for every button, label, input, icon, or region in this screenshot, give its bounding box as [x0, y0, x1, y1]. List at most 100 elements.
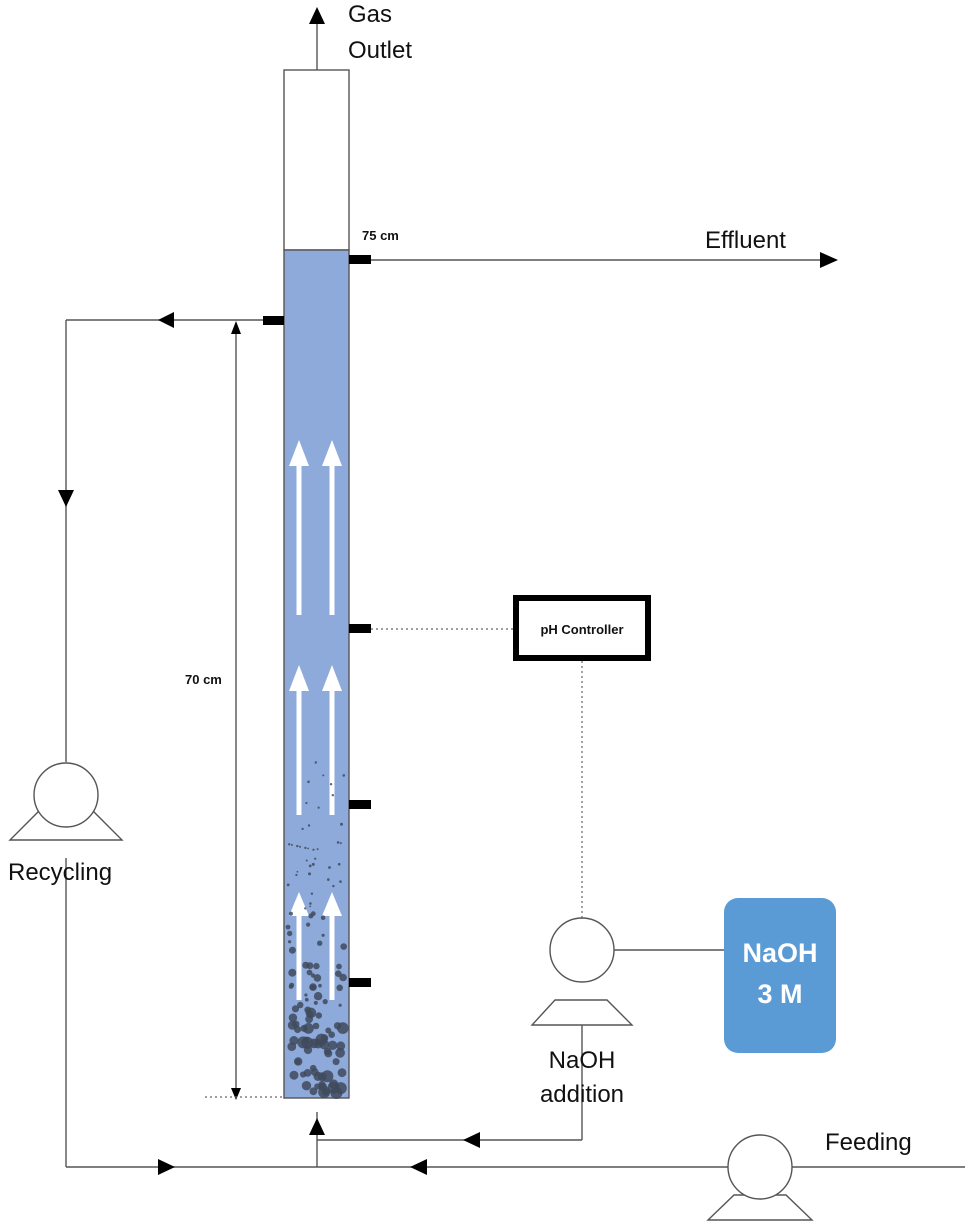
upflow-arrow: [322, 892, 342, 1000]
sludge-particle: [317, 940, 323, 946]
sludge-particle: [332, 1058, 340, 1066]
recycle-arrowhead: [58, 490, 74, 507]
sludge-particle: [297, 1001, 304, 1009]
sludge-particle: [325, 1027, 332, 1034]
sludge-particle: [304, 846, 307, 850]
sludge-particle: [309, 1064, 317, 1072]
sludge-particle: [339, 842, 342, 845]
sludge-particle: [337, 1022, 349, 1034]
sludge-particle: [309, 1087, 318, 1096]
upflow-arrow: [322, 665, 342, 815]
sludge-particle: [340, 822, 343, 826]
sludge-particle: [301, 1081, 312, 1091]
effluent-port: [349, 255, 371, 264]
sludge-particle: [313, 1000, 318, 1005]
sludge-particle: [303, 1069, 312, 1077]
upflow-arrow: [289, 440, 309, 615]
sludge-particle: [320, 915, 326, 920]
gas-outlet-label: Outlet: [348, 37, 412, 64]
sludge-particle: [309, 905, 312, 908]
sludge-particle: [288, 843, 291, 846]
sludge-particle: [308, 872, 311, 876]
sludge-particle: [329, 783, 333, 786]
sampling-port: [349, 978, 371, 987]
naoh-tank: NaOH 3 M: [724, 898, 836, 1053]
recycle-pump: Recycling: [8, 762, 124, 886]
sludge-particle: [313, 962, 320, 970]
sludge-particle: [305, 1015, 313, 1024]
sludge-particle: [296, 870, 299, 873]
sludge-particle: [328, 1031, 336, 1038]
ph-sensor-port: [349, 624, 371, 633]
sludge-particle: [316, 848, 319, 851]
sludge-particle: [322, 774, 325, 777]
naoh-tank-body: [724, 898, 836, 1053]
sludge-particle: [321, 933, 325, 937]
sludge-particle: [307, 780, 310, 784]
reactor-column: [283, 69, 350, 1099]
effluent-label: Effluent: [705, 227, 786, 254]
sludge-particle: [339, 880, 342, 883]
naoh-addition-label: addition: [540, 1081, 624, 1108]
gas-outlet-label: Gas: [348, 1, 392, 28]
sludge-particle: [336, 1041, 346, 1051]
sludge-particle: [310, 984, 317, 991]
sludge-particle: [289, 982, 295, 988]
sludge-particle: [306, 962, 314, 970]
ph-controller-box: [513, 595, 651, 661]
sludge-particle: [339, 973, 347, 982]
sludge-particle: [294, 1057, 303, 1066]
sludge-particle: [286, 883, 290, 887]
inlet-arrowhead: [309, 1118, 325, 1135]
naoh-tank-label: 3 M: [757, 979, 802, 1009]
sludge-particle: [323, 1047, 332, 1056]
recycle-port: [263, 316, 284, 325]
sludge-particle: [295, 873, 298, 877]
sludge-particle: [288, 968, 297, 977]
recycle-arrowhead: [158, 1159, 175, 1175]
height-75-label: 75 cm: [362, 228, 399, 243]
sludge-particle: [304, 993, 308, 997]
sludge-particle: [287, 930, 293, 937]
sludge-particle: [327, 1040, 338, 1051]
sludge-particle: [288, 1013, 298, 1022]
upflow-arrow: [289, 892, 309, 1000]
sludge-particle: [335, 1047, 345, 1058]
sludge-particle: [288, 946, 296, 954]
sludge-particle: [288, 911, 293, 916]
sampling-port: [349, 800, 371, 809]
sludge-particle: [313, 974, 322, 982]
naoh-arrowhead: [463, 1132, 480, 1148]
sludge-particle: [336, 963, 342, 970]
sludge-particle: [314, 761, 317, 764]
sludge-particle: [321, 1070, 334, 1083]
sludge-particle: [327, 878, 330, 881]
sludge-particle: [304, 907, 307, 910]
sludge-particle: [331, 794, 334, 797]
sludge-particle: [312, 1022, 320, 1030]
sludge-particle: [309, 902, 312, 905]
upflow-arrow: [289, 665, 309, 815]
sludge-particle: [290, 843, 293, 846]
naoh-tank-label: NaOH: [742, 938, 817, 968]
sludge-particle: [299, 845, 301, 848]
sludge-particles: [285, 761, 349, 1099]
sludge-particle: [304, 1006, 312, 1014]
gas-outlet-arrowhead: [309, 7, 325, 24]
sludge-particle: [328, 866, 331, 869]
sludge-particle: [336, 984, 344, 992]
sludge-particle: [317, 806, 320, 809]
sludge-particle: [322, 999, 328, 1005]
sludge-particle: [337, 862, 341, 866]
sludge-particle: [338, 1003, 342, 1007]
sludge-particle: [307, 824, 311, 827]
sampling-ports: [263, 255, 371, 987]
sludge-particle: [318, 983, 322, 988]
sludge-particle: [306, 969, 313, 976]
gas-outlet: Gas Outlet: [309, 1, 412, 70]
liquid-zone: [283, 249, 350, 1099]
sludge-particle: [303, 1023, 314, 1034]
sludge-particle: [312, 848, 315, 851]
sludge-particle: [296, 844, 299, 848]
